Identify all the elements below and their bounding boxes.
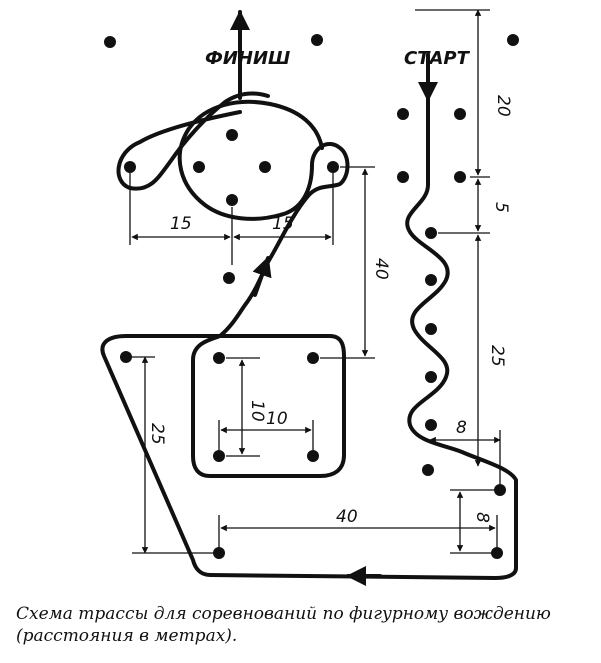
cone-marker [213,547,225,559]
cone-marker [223,272,235,284]
dim-label-10-horizontal: 10 [266,409,288,429]
route-serpentine [100,53,518,580]
dim-label-20: 20 [493,95,513,117]
dim-label-25-left: 25 [147,423,167,445]
dim-label-25-right: 25 [487,345,507,367]
cone-marker [422,464,434,476]
cone-marker [120,351,132,363]
cone-marker [311,34,323,46]
start-label: СТАРТ [404,48,471,69]
cone-marker [307,352,319,364]
cone-marker [226,129,238,141]
dim-label-10-vertical: 10 [247,400,267,422]
dim-label-8-top: 8 [456,418,467,438]
cone-marker [507,34,519,46]
cone-marker [307,450,319,462]
cone-marker [425,323,437,335]
dimension-lines [129,9,501,554]
cone-marker [397,171,409,183]
cone-markers [104,34,519,559]
cone-marker [213,352,225,364]
dim-label-15-right: 15 [272,214,294,234]
figure-caption: Схема трассы для соревнований по фигурно… [16,604,551,646]
cone-marker [454,108,466,120]
finish-label: ФИНИШ [205,48,290,69]
route-left-loop [116,91,270,191]
dim-label-15-left: 15 [170,214,192,234]
dim-label-40-bottom: 40 [336,507,358,527]
cone-marker [491,547,503,559]
cone-marker [425,371,437,383]
cone-marker [425,227,437,239]
cone-marker [454,171,466,183]
dim-label-5: 5 [491,202,511,213]
dim-label-8-side: 8 [472,512,492,523]
cone-marker [425,419,437,431]
cone-marker [213,450,225,462]
cone-marker [327,161,339,173]
cone-marker [226,194,238,206]
course-diagram: ФИНИШ СТАРТ 20 5 25 8 8 40 40 15 15 10 1… [100,9,519,586]
cone-marker [494,484,506,496]
cone-marker [259,161,271,173]
cone-marker [193,161,205,173]
cone-marker [124,161,136,173]
cone-marker [104,36,116,48]
cone-marker [397,108,409,120]
route [100,10,518,586]
dim-label-40-middle: 40 [371,258,391,280]
cone-marker [425,274,437,286]
route-arrow-rising [252,256,272,297]
